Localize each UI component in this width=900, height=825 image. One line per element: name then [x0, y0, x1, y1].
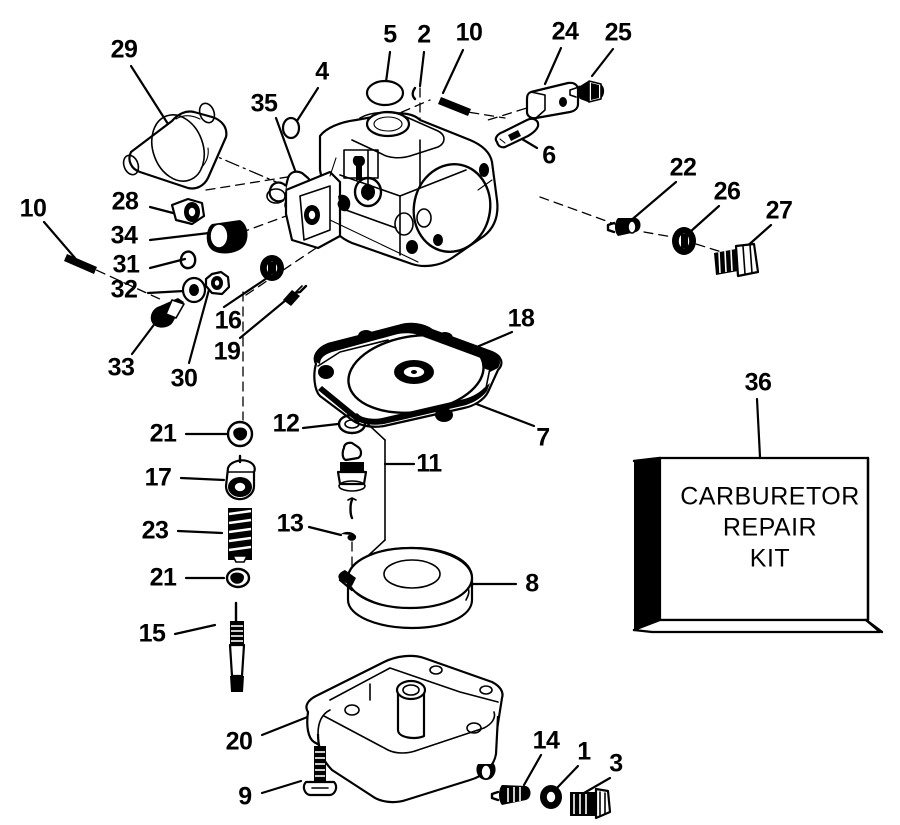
callout-14: 14: [532, 726, 560, 755]
part-28-nut: [170, 197, 206, 226]
part-6-pivot-pin: [494, 117, 540, 149]
callout-25: 25: [604, 18, 632, 47]
callout-13: 13: [276, 509, 304, 538]
part-27-bolt: [714, 242, 760, 278]
callout-1: 1: [577, 737, 591, 766]
carburetor-main-body: [266, 110, 499, 268]
part-16-screw: [260, 255, 284, 281]
part-30-locknut: [204, 270, 231, 296]
part-2-plug: [411, 86, 417, 101]
callout-21-upper: 21: [149, 419, 177, 448]
callout-3: 3: [609, 749, 623, 778]
callout-36: 36: [744, 368, 772, 397]
callout-27: 27: [765, 196, 793, 225]
callout-18: 18: [507, 304, 535, 333]
callout-22: 22: [669, 153, 697, 182]
part-32-washer: [181, 276, 207, 304]
callout-6: 6: [542, 141, 556, 170]
callout-32: 32: [110, 275, 138, 304]
callout-24: 24: [551, 17, 579, 46]
callout-4: 4: [315, 57, 329, 86]
part-3-plug-screw: [570, 787, 612, 820]
part-36-repair-kit-box: [632, 456, 884, 634]
callout-8: 8: [525, 569, 539, 598]
part-22-screw: [606, 218, 641, 236]
callout-9: 9: [238, 782, 252, 811]
part-26-washer: [672, 227, 696, 255]
part-29-flange-gasket: [122, 102, 228, 190]
callout-17: 17: [144, 463, 172, 492]
callout-35: 35: [250, 89, 278, 118]
callout-34: 34: [110, 221, 138, 250]
callout-30: 30: [170, 364, 198, 393]
part-33-screw: [150, 298, 185, 328]
callout-16: 16: [214, 306, 242, 335]
part-7-float-chamber-cover: [313, 322, 503, 428]
part-9-bowl-screw: [302, 746, 338, 797]
callout-31: 31: [112, 250, 140, 279]
part-20-float-bowl: [305, 654, 504, 804]
part-21-washer-lower: [225, 567, 251, 589]
callout-5: 5: [383, 20, 397, 49]
part-34-bushing: [206, 220, 248, 254]
callout-26: 26: [713, 177, 741, 206]
callout-11: 11: [416, 449, 442, 478]
part-10-roll-pin-left: [64, 254, 97, 274]
part-4-plug: [281, 116, 301, 140]
callout-28: 28: [111, 187, 139, 216]
part-23-spring: [228, 508, 252, 563]
repair-kit-line-3: KIT: [749, 544, 791, 573]
part-8-float: [338, 546, 474, 630]
part-14-drain-plug: [490, 785, 531, 805]
callout-33: 33: [107, 353, 135, 382]
callout-10-top: 10: [455, 18, 483, 47]
callout-15: 15: [138, 619, 166, 648]
repair-kit-line-2: REPAIR: [722, 513, 818, 542]
part-21-washer-upper: [226, 420, 254, 448]
part-24-lever: [525, 81, 580, 120]
part-10-roll-pin-top: [438, 97, 471, 116]
callout-12: 12: [272, 409, 300, 438]
part-5-gasket-ring: [365, 79, 405, 107]
callout-2: 2: [417, 20, 431, 49]
part-15-mixture-needle: [228, 601, 246, 692]
callout-20: 20: [225, 727, 253, 756]
callout-19: 19: [213, 337, 241, 366]
part-19-shaft: [283, 284, 308, 306]
callout-10-left: 10: [19, 194, 47, 223]
callout-7: 7: [536, 423, 550, 452]
part-25-screw: [569, 80, 605, 103]
callout-23: 23: [141, 516, 169, 545]
repair-kit-line-1: CARBURETOR: [680, 482, 860, 511]
part-31-washer: [179, 250, 197, 270]
part-17-packing-nut: [224, 454, 256, 501]
callout-21-lower: 21: [149, 563, 177, 592]
part-11-needle-seat-assembly: [336, 413, 386, 567]
callout-29: 29: [110, 35, 138, 64]
part-1-washer: [540, 785, 562, 809]
part-12-washer: [337, 413, 367, 435]
